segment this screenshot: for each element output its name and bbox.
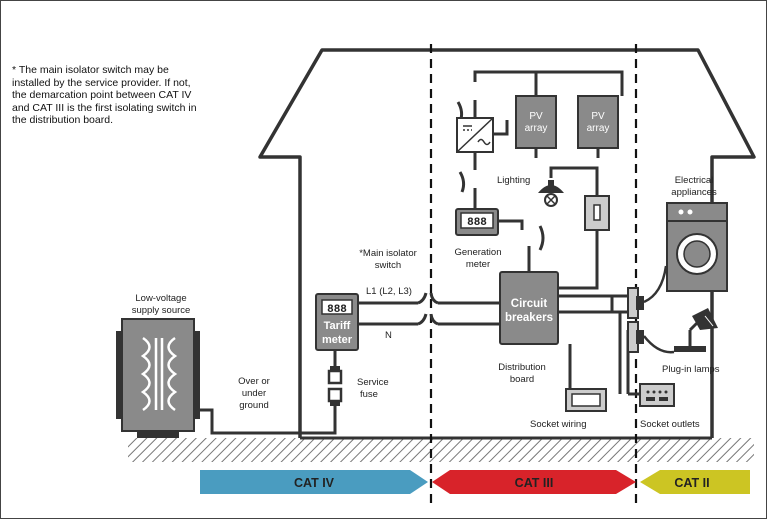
distribution-board-label-line1: Distribution — [498, 362, 546, 373]
appliances-label-line2: appliances — [671, 187, 717, 198]
lighting-wiring — [549, 166, 599, 290]
over-under-label-line1: Over or — [238, 376, 270, 387]
main-isolator-switch-icon — [417, 292, 439, 326]
tariff-meter-display: 888 — [327, 304, 347, 316]
pv-array-a-icon — [515, 95, 557, 149]
light-switch-icon — [584, 195, 610, 231]
wall-plug-upper-icon — [627, 287, 644, 319]
service-fuse-label-line2: fuse — [360, 389, 378, 400]
distribution-board-label-line2: board — [510, 374, 534, 385]
wall-plug-lower-icon — [627, 321, 644, 353]
pv-array-b-label-line1: PV — [591, 111, 605, 122]
plug-in-lamps-label: Plug-in lamps — [662, 364, 720, 375]
n-label: N — [385, 330, 392, 341]
circuit-breakers-label-line2: breakers — [505, 312, 553, 324]
appliances-label-line1: Electrical — [675, 175, 714, 186]
socket-outlets-label: Socket outlets — [640, 419, 700, 430]
pv-array-b-label-line2: array — [587, 123, 610, 134]
over-under-label-line2: under — [242, 388, 266, 399]
ceiling-lamp-icon — [538, 180, 564, 207]
tariff-label-line1: Tariff — [324, 320, 351, 332]
pv-wiring — [456, 70, 624, 272]
cat4-arrow — [200, 470, 428, 494]
pv-array-a-label-line1: PV — [529, 111, 543, 122]
lighting-label: Lighting — [497, 175, 530, 186]
ground-hatch — [128, 438, 754, 462]
final-circuit-wiring — [558, 294, 640, 396]
over-under-label-line3: ground — [239, 400, 269, 411]
cat2-label: CAT II — [674, 476, 709, 490]
circuit-breakers-label-line1: Circuit — [511, 298, 548, 310]
transformer-icon — [116, 318, 200, 438]
cat2-arrow — [640, 470, 750, 494]
tariff-meter-icon — [315, 293, 359, 351]
generation-meter-icon — [455, 208, 499, 236]
service-fuse-label-line1: Service — [357, 377, 389, 388]
supply-cable — [194, 406, 337, 435]
house-outline — [258, 48, 756, 438]
pv-array-b-icon — [577, 95, 619, 149]
generation-meter-label-line2: meter — [466, 259, 490, 270]
service-fuse-icon — [327, 366, 343, 406]
generation-meter-label-line1: Generation — [454, 247, 501, 258]
pv-array-a-label-line2: array — [525, 123, 548, 134]
low-voltage-label-line2: supply source — [132, 305, 191, 316]
washing-machine-icon — [643, 202, 728, 304]
isolator-footnote: * The main isolator switch may be instal… — [12, 64, 197, 127]
isolator-label-line1: *Main isolator — [359, 248, 417, 259]
socket-wiring-label: Socket wiring — [530, 419, 587, 430]
low-voltage-label-line1: Low-voltage — [135, 293, 186, 304]
desk-lamp-icon — [643, 308, 718, 354]
l1-label: L1 (L2, L3) — [366, 286, 412, 297]
inverter-icon — [456, 117, 494, 153]
cat4-label: CAT IV — [294, 476, 335, 490]
socket-wiring-box-icon — [565, 388, 607, 412]
socket-outlet-icon — [639, 383, 675, 407]
cat3-arrow — [432, 470, 636, 494]
tariff-label-line2: meter — [322, 334, 353, 346]
isolator-label-line2: switch — [375, 260, 401, 271]
cat3-label: CAT III — [515, 476, 554, 490]
generation-meter-display: 888 — [467, 217, 487, 229]
